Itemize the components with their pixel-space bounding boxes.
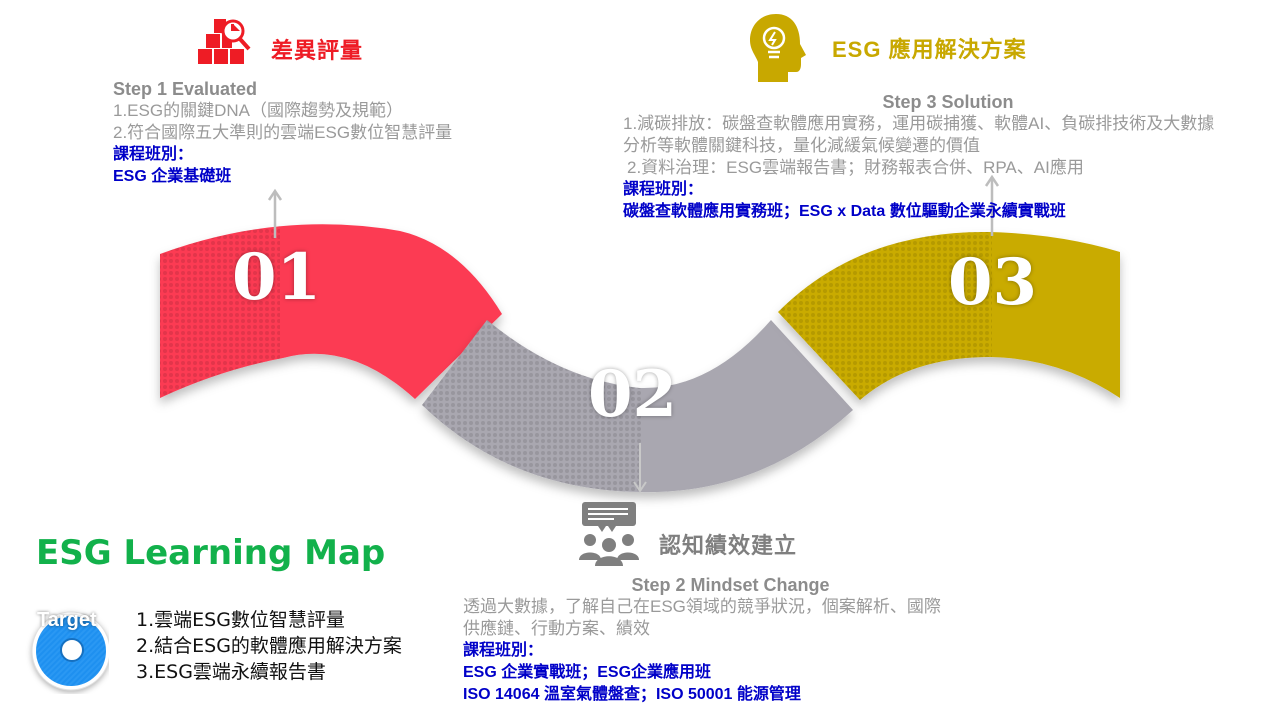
step1-line-2: 2.符合國際五大準則的雲端ESG數位智慧評量	[113, 123, 453, 142]
step1-title: 差異評量	[271, 38, 364, 63]
step3-course-label: 課程班別：	[623, 181, 704, 198]
step2-heading: Step 2 Mindset Change	[631, 575, 830, 595]
arrow-up-step1	[267, 188, 283, 238]
step1-heading: Step 1 Evaluated	[113, 79, 258, 99]
step3-text-block: Step 3 Solution 1.減碳排放：碳盤查軟體應用實務，運用碳捕獲、軟…	[623, 92, 1280, 223]
step3-title: ESG 應用解決方案	[832, 37, 1027, 62]
step3-heading: Step 3 Solution	[882, 92, 1014, 112]
step1-text-block: Step 1 Evaluated 1.ESG的關鍵DNA（國際趨勢及規範） 2.…	[113, 79, 533, 188]
step1-course-1: ESG 企業基礎班	[113, 168, 232, 185]
step2-title: 認知績效建立	[659, 533, 798, 558]
step2-line-2: 供應鏈、行動方案、績效	[463, 619, 650, 638]
step2-course-label: 課程班別：	[463, 642, 544, 659]
step2-course-1: ESG 企業實戰班；ESG企業應用班	[463, 664, 712, 681]
step3-course-1: 碳盤查軟體應用實務班；ESG x Data 數位驅動企業永續實戰班	[623, 203, 1066, 220]
arrow-down-step2	[633, 443, 647, 493]
step3-line-3: 2.資料治理：ESG雲端報告書；財務報表合併、RPA、AI應用	[627, 158, 1084, 177]
step-number-02: 02	[588, 357, 678, 432]
target-badge: Target	[25, 598, 111, 694]
target-list: 1.雲端ESG數位智慧評量 2.結合ESG的軟體應用解決方案 3.ESG雲端永續…	[136, 607, 402, 685]
step3-line-2: 分析等軟體關鍵科技，量化減緩氣候變遷的價值	[623, 136, 980, 155]
boxes-magnifier-icon	[196, 16, 252, 71]
head-lightbulb-icon	[748, 12, 806, 89]
step2-text-block: Step 2 Mindset Change 透過大數據，了解自己在ESG領域的競…	[463, 575, 1023, 706]
target-item-1: 1.雲端ESG數位智慧評量	[136, 609, 345, 631]
step1-course-label: 課程班別：	[113, 146, 194, 163]
learning-map-title: ESG Learning Map	[36, 533, 386, 573]
step2-course-2: ISO 14064 溫室氣體盤查；ISO 50001 能源管理	[463, 686, 801, 703]
target-item-3: 3.ESG雲端永續報告書	[136, 661, 326, 683]
target-item-2: 2.結合ESG的軟體應用解決方案	[136, 635, 402, 657]
arrow-up-step3	[984, 174, 1000, 236]
step3-line-1: 1.減碳排放：碳盤查軟體應用實務，運用碳捕獲、軟體AI、負碳排技術及大數據	[623, 114, 1215, 133]
step-number-01: 01	[232, 240, 322, 315]
target-label: Target	[37, 609, 97, 631]
group-discussion-icon	[578, 502, 640, 571]
step1-line-1: 1.ESG的關鍵DNA（國際趨勢及規範）	[113, 101, 403, 120]
step-number-03: 03	[948, 245, 1038, 320]
step2-line-1: 透過大數據，了解自己在ESG領域的競爭狀況，個案解析、國際	[463, 597, 941, 616]
target-icon	[31, 611, 111, 691]
